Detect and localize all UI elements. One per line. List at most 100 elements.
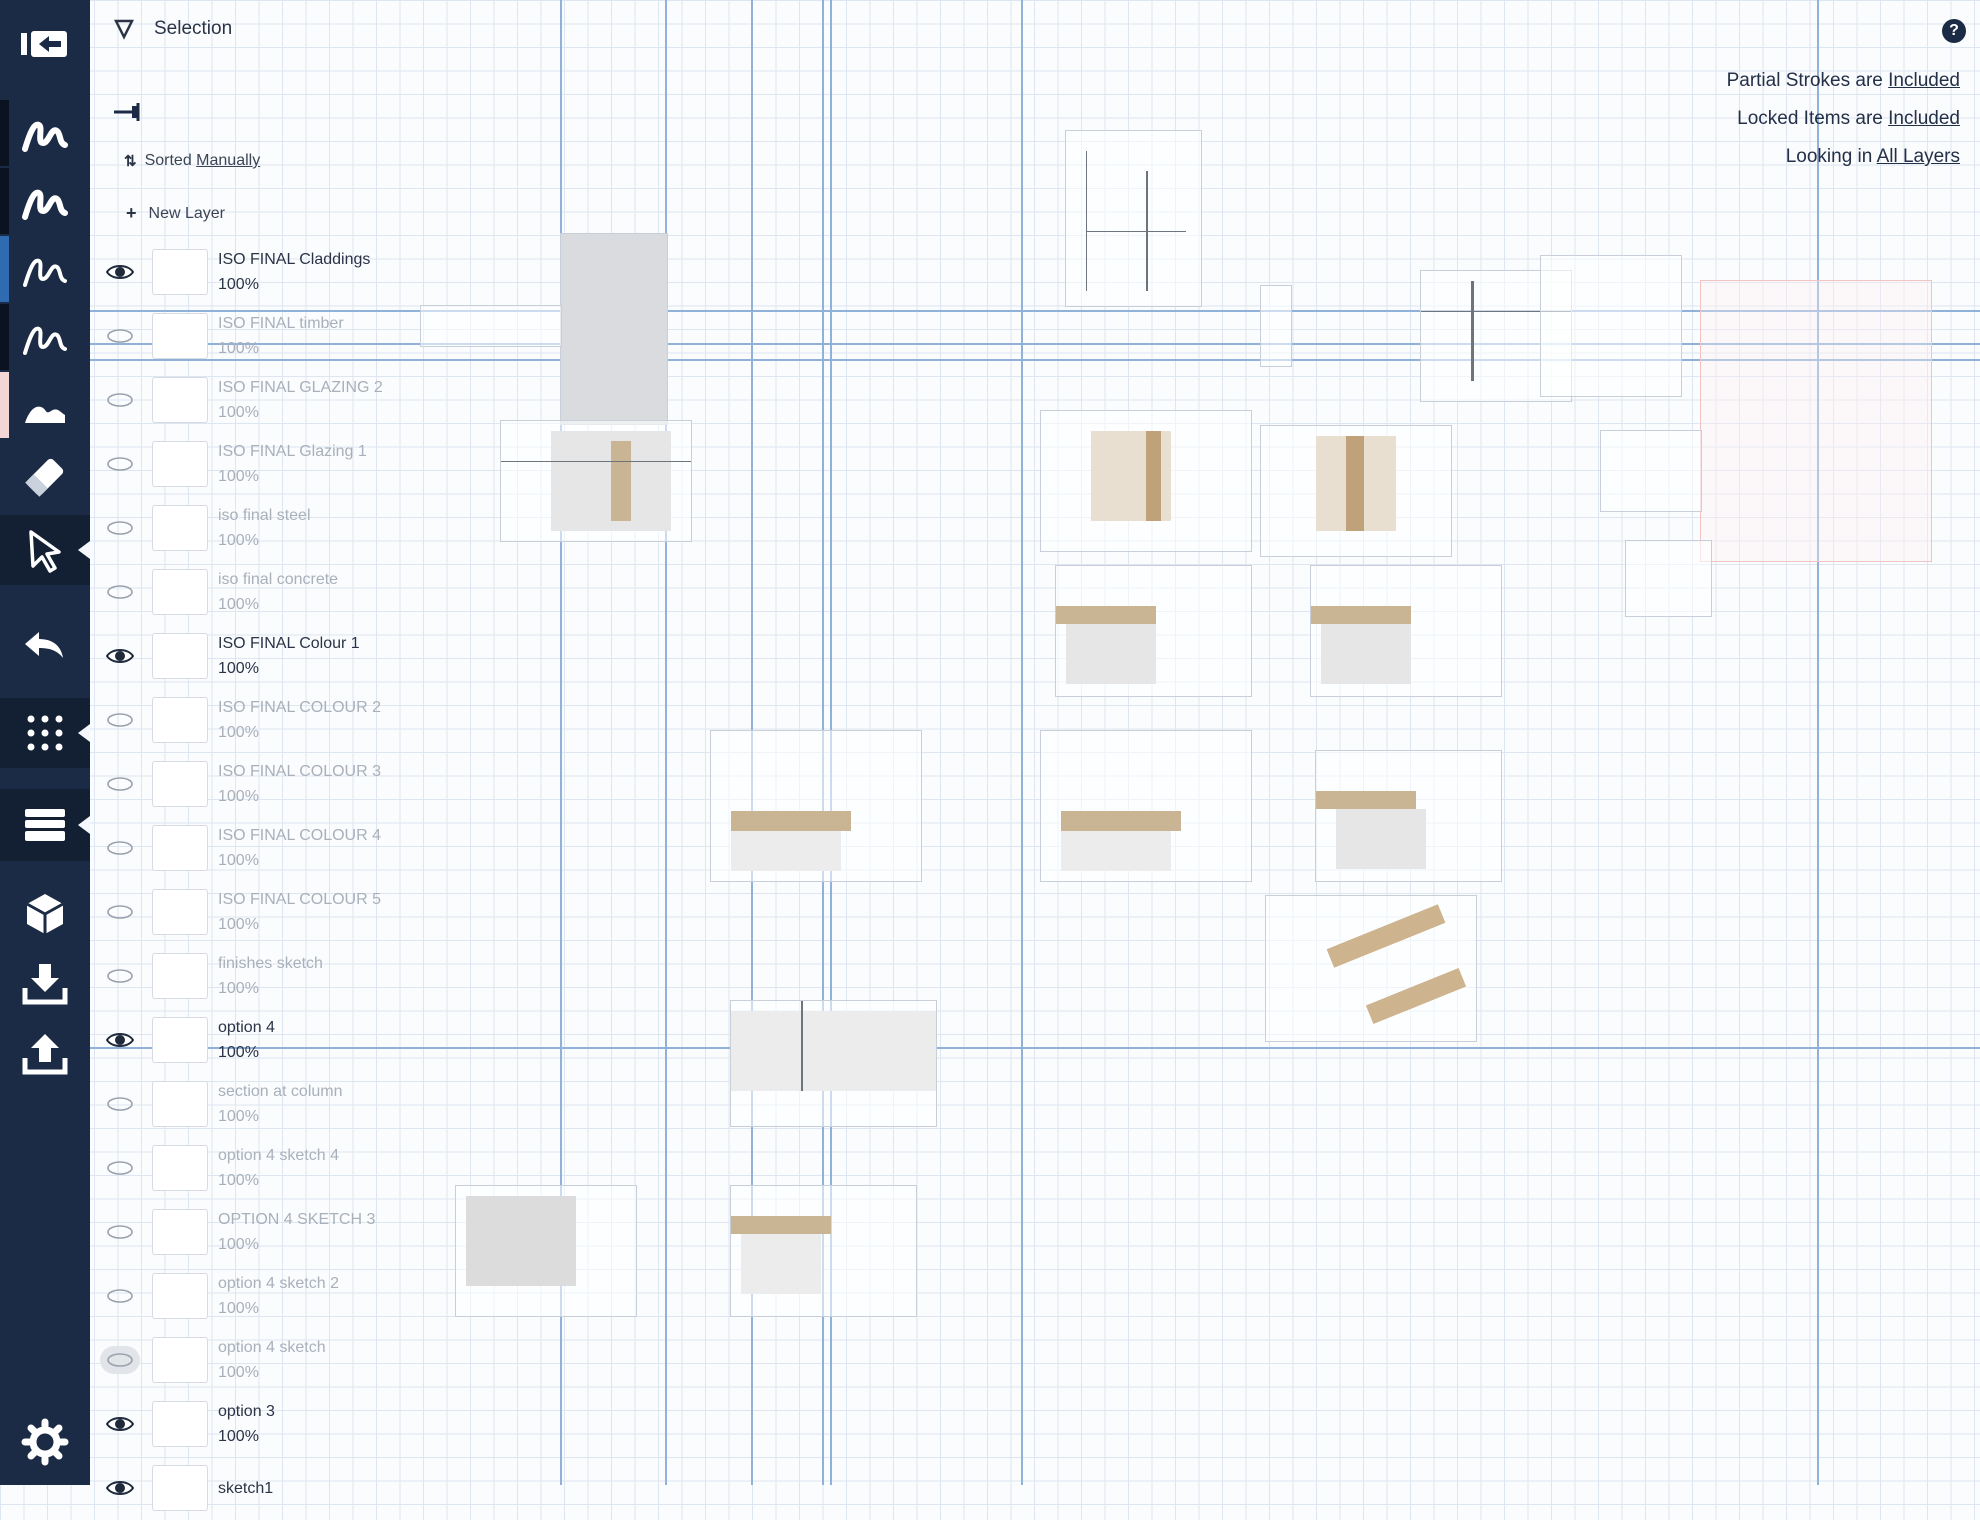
pen-color-swatch [0,168,9,234]
selection-arrow-icon [29,530,61,573]
looking-in-layers-link[interactable]: All Layers [1876,146,1960,167]
eye-hidden-icon[interactable] [100,1154,140,1182]
import-icon [22,964,68,1005]
export-button[interactable] [0,1022,90,1086]
undo-button[interactable] [0,612,90,676]
eye-icon[interactable] [100,642,140,670]
eye-hidden-icon[interactable] [100,386,140,414]
pen-tool-4[interactable] [0,307,90,371]
eye-hidden-icon[interactable] [100,514,140,542]
layer-opacity: 100% [218,852,259,869]
layers-tool[interactable] [0,789,90,861]
layer-name: option 4 sketch 2 [218,1275,339,1292]
eye-hidden-icon[interactable] [100,898,140,926]
shape-library-button[interactable] [0,882,90,946]
pen-tool-3[interactable] [0,239,90,303]
eye-hidden-icon[interactable] [100,1090,140,1118]
layer-thumbnail [152,377,208,423]
eye-icon[interactable] [100,258,140,286]
locked-items-toggle[interactable]: Included [1888,108,1960,129]
eye-hidden-icon[interactable] [100,834,140,862]
selection-mode-header[interactable]: Selection [114,18,232,40]
sort-value-link[interactable]: Manually [196,152,261,169]
sort-prefix: Sorted [144,152,192,169]
layer-name: section at column [218,1083,343,1100]
layer-opacity: 100% [218,788,259,805]
eraser-icon [25,458,64,497]
eye-hidden-icon[interactable] [100,1282,140,1310]
new-layer-button[interactable]: + New Layer [126,203,225,224]
locked-items-option: Locked Items are Included [1737,108,1960,129]
eye-hidden-icon[interactable] [100,962,140,990]
partial-strokes-toggle[interactable]: Included [1888,70,1960,91]
pen-tool-1[interactable] [0,103,90,167]
layer-name: ISO FINAL COLOUR 3 [218,763,381,780]
layer-opacity: 100% [218,1044,259,1061]
layer-name: ISO FINAL Colour 1 [218,635,360,652]
sort-control[interactable]: ⇅ Sorted Manually [124,152,260,170]
layer-thumbnail [152,1017,208,1063]
layer-opacity: 100% [218,916,259,933]
eye-icon[interactable] [100,1410,140,1438]
guide-line [665,0,667,1485]
selection-tool[interactable] [0,515,90,585]
help-button[interactable]: ? [1942,19,1966,43]
layer-opacity: 100% [218,596,259,613]
eye-hidden-icon[interactable] [100,1346,140,1374]
eraser-tool[interactable] [0,445,90,509]
eye-hidden-icon[interactable] [100,450,140,478]
pin-button[interactable] [112,100,148,124]
layer-name: sketch1 [218,1479,274,1497]
drawing-sheet [560,233,668,425]
lasso-filter-icon [114,19,134,40]
layer-row[interactable]: ISO FINAL COLOUR 3 100% [100,752,420,816]
layer-name: ISO FINAL timber [218,315,344,332]
eye-hidden-icon[interactable] [100,770,140,798]
grid-tool[interactable] [0,698,90,768]
drawing-sheet [1700,280,1932,562]
drawing-sheet [1065,130,1202,307]
undo-icon [25,632,63,658]
layer-row[interactable]: sketch1 [100,1456,420,1520]
eye-hidden-icon[interactable] [100,1218,140,1246]
eye-hidden-icon[interactable] [100,322,140,350]
layer-name: option 3 [218,1403,275,1420]
eye-hidden-icon[interactable] [100,578,140,606]
exit-button[interactable] [0,12,90,76]
layer-name: finishes sketch [218,955,323,972]
eye-hidden-icon[interactable] [100,706,140,734]
eye-icon[interactable] [100,1026,140,1054]
layer-opacity: 100% [218,1236,259,1253]
import-button[interactable] [0,952,90,1016]
layer-opacity: 100% [218,276,259,293]
settings-button[interactable] [0,1410,90,1474]
highlighter-tool[interactable] [0,375,90,439]
pen-tool-2[interactable] [0,171,90,235]
eye-icon[interactable] [100,1474,140,1502]
drawing-sheet [420,305,562,347]
